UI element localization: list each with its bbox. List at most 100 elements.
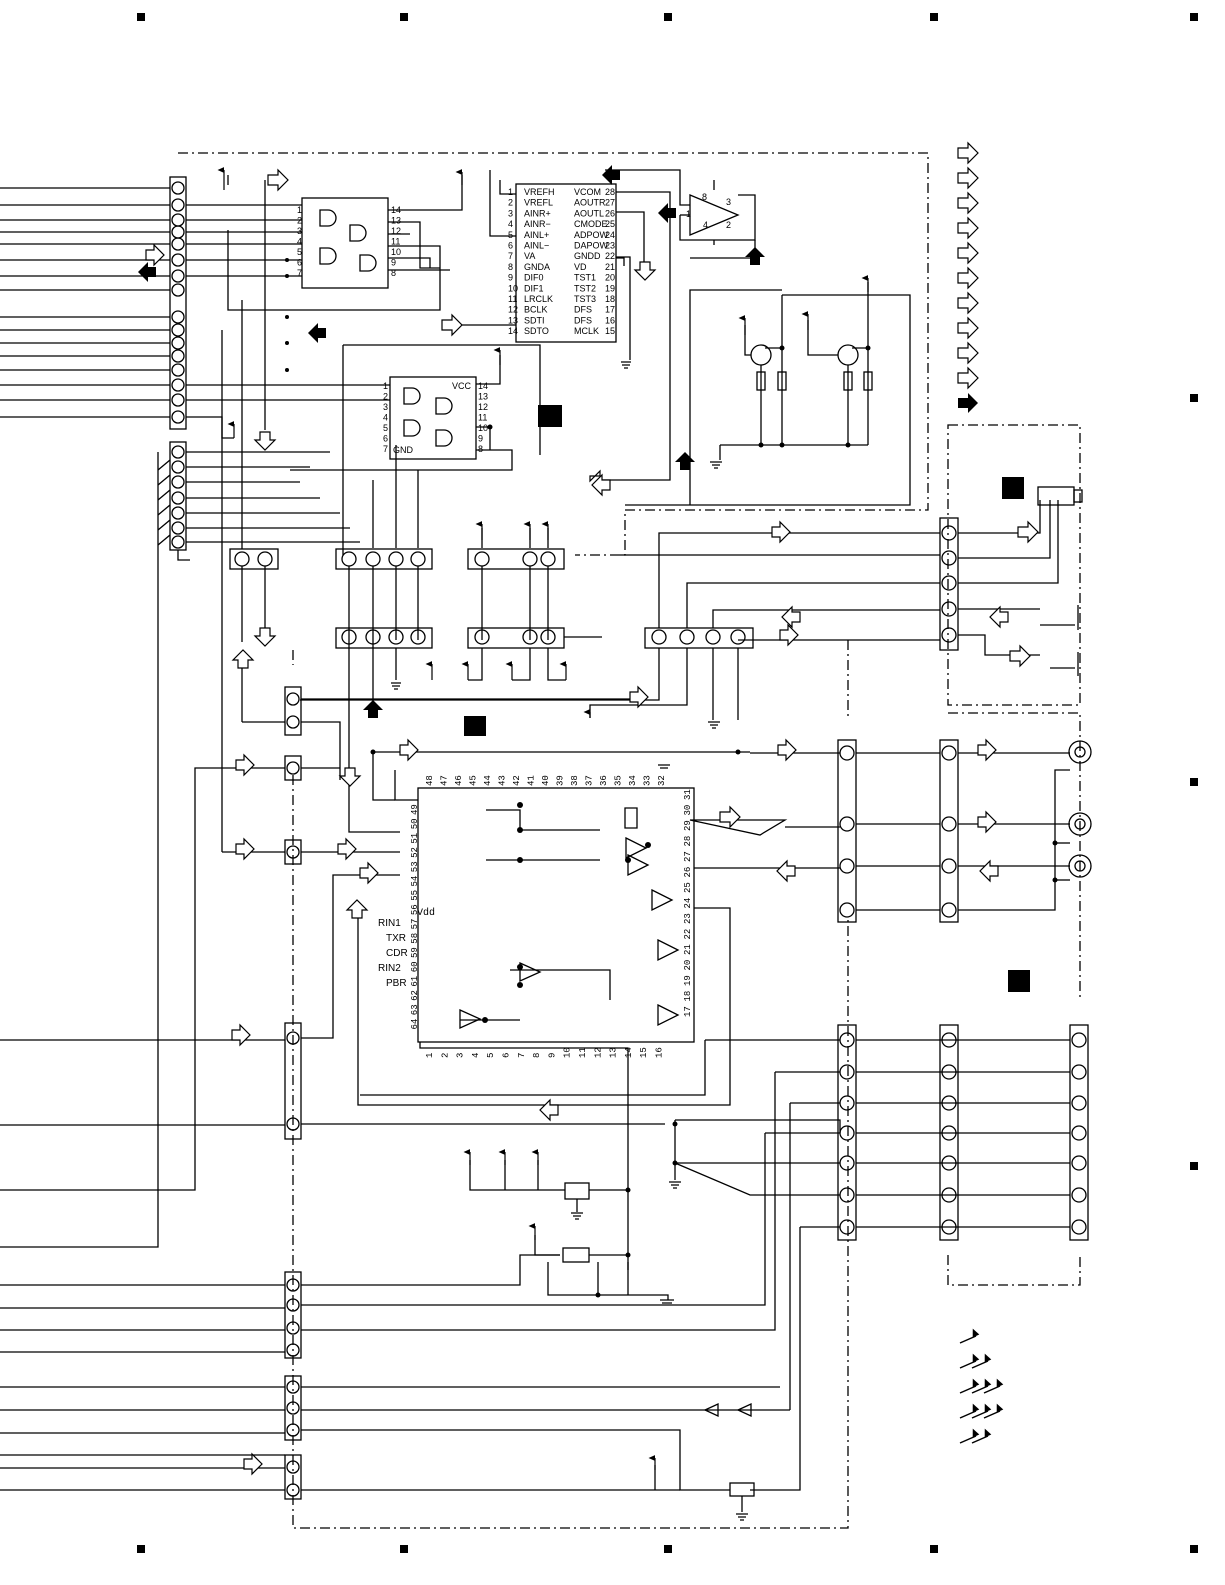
selector-pin-number: 26 bbox=[683, 867, 693, 878]
gate1-pin-number: 12 bbox=[391, 226, 401, 236]
selector-pin-number: 58 bbox=[410, 933, 420, 944]
opamp-pin-number: 1 bbox=[686, 209, 691, 219]
selector-pin-number: 37 bbox=[585, 775, 595, 786]
selector-pin-number: 61 bbox=[410, 976, 420, 987]
gate2-pin-number: 8 bbox=[478, 444, 483, 454]
opamp-pin-number: 8 bbox=[702, 192, 707, 202]
dac-pin-number: 18 bbox=[605, 294, 615, 304]
dac-pin-number: 28 bbox=[605, 187, 615, 197]
selector-input-label: TXR bbox=[386, 933, 406, 944]
signal-flow-arrows bbox=[145, 141, 1039, 1476]
dac-pin-number: 1 bbox=[508, 187, 513, 197]
dac-pin-name: AOUTL bbox=[574, 208, 604, 218]
selector-pin-number: 34 bbox=[628, 775, 638, 786]
gate1-pin-number: 3 bbox=[297, 226, 302, 236]
dac-pin-name: DAPOW bbox=[574, 241, 609, 251]
dac-pin-number: 9 bbox=[508, 273, 513, 283]
dac-pin-number: 7 bbox=[508, 251, 513, 261]
selector-pin-number: 4 bbox=[471, 1053, 481, 1058]
selector-vdd-label: Vdd bbox=[417, 907, 435, 919]
connector-row-upper bbox=[229, 180, 565, 833]
gate2-pin-number: 3 bbox=[383, 402, 388, 412]
dac-pin-number: 2 bbox=[508, 198, 513, 208]
selector-pin-number: 21 bbox=[683, 944, 693, 955]
opamp-pin-number: 3 bbox=[726, 197, 731, 207]
block-markers bbox=[464, 405, 1030, 992]
selector-pin-number: 56 bbox=[410, 904, 420, 915]
opamp-pin-number: 4 bbox=[703, 220, 708, 230]
selector-pin-number: 5 bbox=[486, 1053, 496, 1058]
small-connectors bbox=[221, 330, 630, 865]
dac-pin-name: MCLK bbox=[574, 326, 599, 336]
dac-pin-name: GNDD bbox=[574, 251, 601, 261]
gate1-pin-number: 1 bbox=[297, 205, 302, 215]
selector-pin-number: 17 bbox=[683, 1006, 693, 1017]
dac-pin-number: 17 bbox=[605, 305, 615, 315]
dac-pin-name: VA bbox=[524, 251, 535, 261]
selector-pin-number: 16 bbox=[655, 1047, 665, 1058]
selector-pin-number: 60 bbox=[410, 961, 420, 972]
dac-pin-name: TST2 bbox=[574, 283, 596, 293]
selector-pin-number: 59 bbox=[410, 947, 420, 958]
dac-pin-number: 13 bbox=[508, 315, 518, 325]
selector-pin-number: 6 bbox=[502, 1053, 512, 1058]
selector-pin-number: 25 bbox=[683, 882, 693, 893]
dac-pin-number: 20 bbox=[605, 273, 615, 283]
gate2-pin-number: 11 bbox=[478, 413, 487, 423]
dac-pin-number: 21 bbox=[605, 262, 615, 272]
selector-pin-number: 20 bbox=[683, 960, 693, 971]
gate1-pin-number: 14 bbox=[391, 205, 401, 215]
gate2-pin-number: 4 bbox=[383, 413, 388, 423]
selector-pin-number: 42 bbox=[512, 775, 522, 786]
gate-ic-2 bbox=[186, 344, 541, 555]
dac-pin-name: ADPOW bbox=[574, 230, 609, 240]
selector-pin-number: 39 bbox=[556, 775, 566, 786]
gate2-pin-number: 10 bbox=[478, 423, 488, 433]
ground-symbols bbox=[391, 361, 748, 1521]
dac-pin-name: DIF1 bbox=[524, 283, 544, 293]
gate2-pin-number: 12 bbox=[478, 402, 488, 412]
gate1-pin-number: 4 bbox=[297, 237, 302, 247]
gate2-pin-number: 6 bbox=[383, 434, 388, 444]
board-boundary bbox=[178, 152, 1081, 1529]
gate1-pin-number: 9 bbox=[391, 258, 396, 268]
dac-pin-name: DFS bbox=[574, 315, 592, 325]
dac-pin-number: 8 bbox=[508, 262, 513, 272]
selector-pin-number: 50 bbox=[410, 818, 420, 829]
gate1-pin-number: 8 bbox=[391, 268, 396, 278]
selector-pin-number: 18 bbox=[683, 991, 693, 1002]
dac-pin-name: VREFL bbox=[524, 198, 553, 208]
dac-pin-number: 11 bbox=[508, 294, 517, 304]
selector-pin-number: 10 bbox=[563, 1047, 573, 1058]
selector-pin-number: 64 bbox=[410, 1019, 420, 1030]
selector-pin-number: 15 bbox=[639, 1047, 649, 1058]
selector-pin-number: 36 bbox=[599, 775, 609, 786]
dac-pin-number: 16 bbox=[605, 315, 615, 325]
selector-pin-number: 30 bbox=[683, 805, 693, 816]
selector-pin-number: 43 bbox=[498, 775, 508, 786]
dac-pin-number: 24 bbox=[605, 230, 615, 240]
dac-pin-number: 27 bbox=[605, 198, 615, 208]
connector-right-top bbox=[939, 486, 1083, 676]
gate2-pin-number: 7 bbox=[383, 444, 388, 454]
selector-pin-number: 38 bbox=[570, 775, 580, 786]
connector-block-lower bbox=[301, 1024, 1089, 1491]
gate2-pin-number: 1 bbox=[383, 381, 388, 391]
gate1-pin-number: 7 bbox=[297, 268, 302, 278]
dac-pin-name: AINR− bbox=[524, 219, 551, 229]
gate1-pin-number: 6 bbox=[297, 258, 302, 268]
selector-pin-number: 52 bbox=[410, 847, 420, 858]
gate1-pin-number: 10 bbox=[391, 247, 401, 257]
main-connector bbox=[169, 176, 187, 430]
dac-pin-number: 25 bbox=[605, 219, 615, 229]
gate2-pin-number: 14 bbox=[478, 381, 488, 391]
dac-pin-number: 12 bbox=[508, 305, 518, 315]
dac-pin-name: VD bbox=[574, 262, 587, 272]
registration-marks bbox=[137, 13, 1198, 1553]
dac-pin-name: TST1 bbox=[574, 273, 596, 283]
selector-pin-number: 33 bbox=[643, 775, 653, 786]
